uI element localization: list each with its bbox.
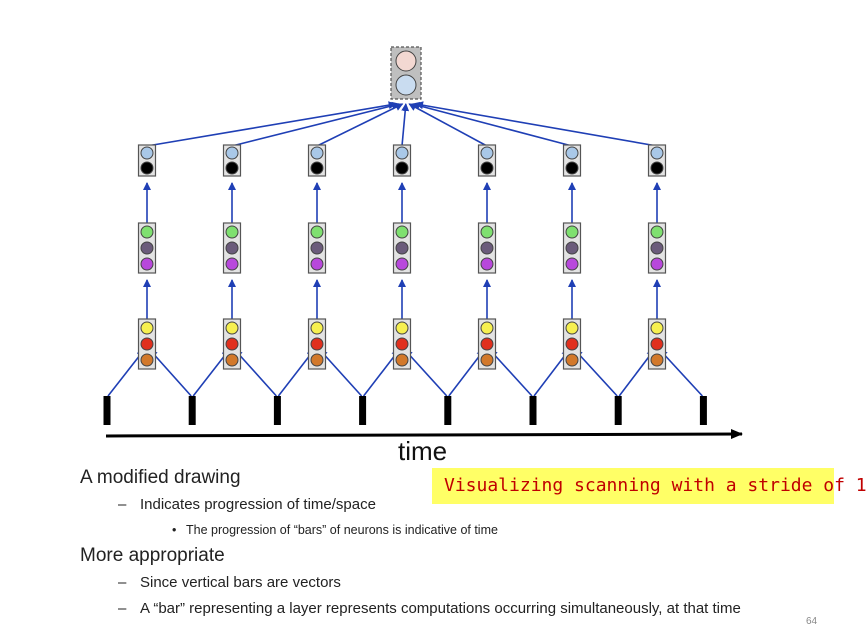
col-1-middle-neuron-0 (140, 225, 154, 239)
input-bar-8 (699, 396, 707, 425)
col-7-upper-neuron-1 (650, 161, 664, 175)
bullet-more-appropriate: More appropriate (80, 545, 225, 566)
neuron-columns (137, 46, 667, 370)
col-4-upper-neuron-0 (395, 146, 409, 160)
col-1-bottom-neuron-0 (140, 321, 154, 335)
arrow-col-5-to-top (408, 103, 488, 147)
bullet-progression: –Indicates progression of time/space (118, 496, 376, 513)
col-2-bottom-neuron-2 (225, 353, 239, 367)
stride-callout: Visualizing scanning with a stride of 1 (432, 468, 867, 504)
col-3-middle-neuron-0 (310, 225, 324, 239)
col-5-bottom-neuron-2 (480, 353, 494, 367)
col-1-middle-neuron-2 (140, 257, 154, 271)
col-7-middle-neuron-1 (650, 241, 664, 255)
top-output-neuron-0 (395, 50, 417, 72)
arrow-input-8-to-col-7 (659, 349, 703, 397)
col-3-middle-neuron-2 (310, 257, 324, 271)
arrow-col-7-to-top (415, 101, 658, 147)
col-6-middle-neuron-0 (565, 225, 579, 239)
col-6-upper-neuron-1 (565, 161, 579, 175)
arrow-input-7-to-col-6 (574, 349, 618, 397)
col-4-bottom-neuron-2 (395, 353, 409, 367)
col-7-middle-neuron-0 (650, 225, 664, 239)
col-1-upper-neuron-1 (140, 161, 154, 175)
arrow-col-1-to-top (146, 101, 397, 147)
input-bar-3 (273, 396, 281, 425)
col-5-bottom-neuron-1 (480, 337, 494, 351)
col-6-bottom-neuron-1 (565, 337, 579, 351)
col-2-middle-neuron-0 (225, 225, 239, 239)
col-5-middle-neuron-1 (480, 241, 494, 255)
input-bar-5 (444, 396, 452, 425)
input-bar-2 (188, 396, 196, 425)
arrow-col-6-to-top (411, 101, 573, 147)
col-6-middle-neuron-2 (565, 257, 579, 271)
input-bars (103, 396, 707, 425)
col-1-middle-neuron-1 (140, 241, 154, 255)
bullet-modified-drawing: A modified drawing (80, 467, 241, 488)
col-3-bottom-neuron-1 (310, 337, 324, 351)
bullet-layer-simultaneous: –A “bar” representing a layer represents… (118, 600, 741, 617)
input-bar-7 (614, 396, 622, 425)
col-7-bottom-neuron-0 (650, 321, 664, 335)
slide-bullets: A modified drawing –Indicates progressio… (80, 464, 820, 622)
arrow-input-4-to-col-3 (319, 349, 363, 397)
col-4-middle-neuron-0 (395, 225, 409, 239)
bullet-bars-time: •The progression of “bars” of neurons is… (172, 523, 498, 537)
scanning-diagram (103, 46, 743, 440)
input-bar-1 (103, 396, 111, 425)
arrow-input-2-to-col-1 (149, 349, 192, 397)
col-7-bottom-neuron-1 (650, 337, 664, 351)
time-axis-label: time (398, 436, 448, 466)
col-3-middle-neuron-1 (310, 241, 324, 255)
arrow-col-3-to-top (316, 103, 404, 147)
col-6-bottom-neuron-2 (565, 353, 579, 367)
col-5-middle-neuron-0 (480, 225, 494, 239)
col-6-middle-neuron-1 (565, 241, 579, 255)
col-7-bottom-neuron-2 (650, 353, 664, 367)
col-4-middle-neuron-2 (395, 257, 409, 271)
col-2-middle-neuron-1 (225, 241, 239, 255)
time-axis-arrow (105, 429, 743, 440)
col-3-bottom-neuron-0 (310, 321, 324, 335)
col-6-bottom-neuron-0 (565, 321, 579, 335)
col-2-upper-neuron-1 (225, 161, 239, 175)
col-5-middle-neuron-2 (480, 257, 494, 271)
bullet-vectors: –Since vertical bars are vectors (118, 574, 341, 591)
col-7-middle-neuron-2 (650, 257, 664, 271)
arrow-input-3-to-col-2 (234, 349, 277, 397)
col-4-upper-neuron-1 (395, 161, 409, 175)
col-4-middle-neuron-1 (395, 241, 409, 255)
col-1-upper-neuron-0 (140, 146, 154, 160)
col-5-upper-neuron-1 (480, 161, 494, 175)
col-4-bottom-neuron-0 (395, 321, 409, 335)
col-1-bottom-neuron-1 (140, 337, 154, 351)
top-output-neuron-1 (395, 74, 417, 96)
col-4-bottom-neuron-1 (395, 337, 409, 351)
col-3-upper-neuron-0 (310, 146, 324, 160)
arrows (107, 101, 703, 397)
input-bar-6 (529, 396, 537, 425)
col-2-bottom-neuron-0 (225, 321, 239, 335)
col-5-upper-neuron-0 (480, 146, 494, 160)
arrow-input-5-to-col-4 (404, 349, 448, 397)
col-5-bottom-neuron-0 (480, 321, 494, 335)
arrow-input-6-to-col-5 (489, 349, 533, 397)
col-6-upper-neuron-0 (565, 146, 579, 160)
col-2-upper-neuron-0 (225, 146, 239, 160)
col-3-bottom-neuron-2 (310, 353, 324, 367)
col-2-middle-neuron-2 (225, 257, 239, 271)
arrow-col-2-to-top (231, 101, 401, 147)
arrow-col-4-to-top (401, 103, 410, 147)
col-1-bottom-neuron-2 (140, 353, 154, 367)
input-bar-4 (359, 396, 367, 425)
col-3-upper-neuron-1 (310, 161, 324, 175)
col-7-upper-neuron-0 (650, 146, 664, 160)
page-number: 64 (806, 616, 818, 627)
col-2-bottom-neuron-1 (225, 337, 239, 351)
